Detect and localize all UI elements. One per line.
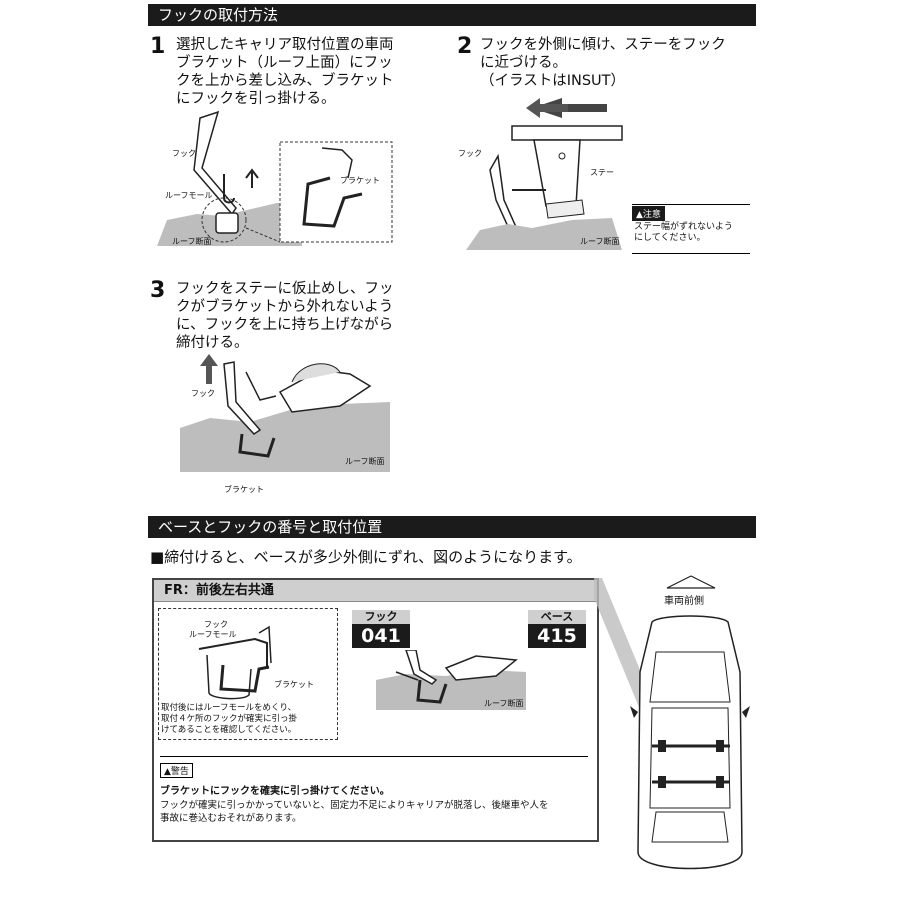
warning-triangle-icon: ▲: [164, 767, 171, 777]
fr-box-title: FR：前後左右共通: [154, 580, 597, 602]
label-bracket: ブラケット: [340, 176, 380, 185]
label-roof-section-3: ルーフ断面: [345, 457, 385, 466]
step-text-1: 選択したキャリア取付位置の車両 ブラケット（ルーフ上面）にフッ クを上から差し込…: [176, 37, 394, 107]
step-number-3: 3: [150, 278, 166, 303]
car-top-view: [630, 615, 750, 870]
fr-label-roof-section: ルーフ断面: [484, 699, 524, 708]
warning-triangle-icon: ▲: [636, 210, 643, 220]
label-roof-mole: ルーフモール: [165, 191, 213, 200]
caution-badge: ▲注意: [632, 206, 665, 221]
hook-tag-number: 041: [352, 624, 410, 648]
hook-tag-label: フック: [352, 610, 410, 624]
caution-text: ステー幅がずれないよう にしてください。: [634, 222, 733, 243]
detail-label-bracket: ブラケット: [274, 680, 314, 689]
step3-illustration: [180, 361, 390, 472]
warning-badge-text: 警告: [170, 767, 189, 777]
label-hook-2: フック: [458, 149, 482, 158]
step-number-2: 2: [457, 34, 473, 59]
label-bracket-3: ブラケット: [224, 485, 264, 494]
label-roof-section-2: ルーフ断面: [580, 237, 620, 246]
detail-illustration: [198, 625, 272, 700]
section2-intro: ■締付けると、ベースが多少外側にずれ、図のようになります。: [150, 548, 582, 566]
section-title-2: ベースとフックの番号と取付位置: [158, 518, 383, 536]
front-indicator: [666, 574, 716, 593]
arrow-up-icon: [200, 354, 218, 384]
detail-inset: フック ルーフモール ブラケット 取付後にはルーフモールをめくり、 取付４ケ所の…: [158, 608, 338, 740]
fr-illustration: [376, 650, 526, 710]
base-number-tag: ベース 415: [528, 610, 586, 648]
arrow-left-icon: [526, 98, 568, 118]
section-header-hook-install: フックの取付方法: [148, 4, 756, 26]
label-stay: ステー: [590, 168, 614, 177]
car-front-label: 車両前側: [664, 596, 704, 607]
label-roof-section: ルーフ断面: [172, 237, 212, 246]
hook-number-tag: フック 041: [352, 610, 410, 648]
front-arrow-icon: [666, 575, 716, 589]
caution-title: 注意: [642, 210, 661, 220]
caution-box: ▲注意 ステー幅がずれないよう にしてください。: [632, 204, 750, 254]
step1-illustration: [157, 110, 393, 246]
label-hook-3: フック: [191, 389, 215, 398]
step-text-3: フックをステーに仮止めし、フッ クがブラケットから外れないよう に、フックを上に…: [176, 281, 394, 351]
label-hook: フック: [172, 149, 196, 158]
section-header-number-position: ベースとフックの番号と取付位置: [148, 516, 756, 538]
detail-label-hook: フック: [204, 620, 228, 629]
step-text-2: フックを外側に傾け、ステーをフック に近づける。 （イラストはINSUT）: [480, 37, 726, 89]
warning-headline: ブラケットにフックを確実に引っ掛けてください。: [160, 786, 390, 797]
warning-block: ▲警告 ブラケットにフックを確実に引っ掛けてください。 フックが確実に引っかかっ…: [160, 756, 588, 825]
step-number-1: 1: [150, 34, 166, 59]
step2-illustration: [466, 98, 623, 250]
detail-label-roof-mole: ルーフモール: [189, 630, 237, 639]
section-title: フックの取付方法: [158, 6, 279, 24]
detail-note: 取付後にはルーフモールをめくり、 取付４ケ所のフックが確実に引っ掛 けてあること…: [161, 703, 298, 735]
warning-text: フックが確実に引っかかっていないと、固定力不足によりキャリアが脱落し、後継車や人…: [160, 800, 549, 824]
warning-badge: ▲警告: [160, 763, 193, 778]
base-tag-label: ベース: [528, 610, 586, 624]
base-tag-number: 415: [528, 624, 586, 648]
fr-info-box: FR：前後左右共通 フック ルーフモール ブラケット 取付後にはルーフモールをめ…: [152, 578, 599, 842]
